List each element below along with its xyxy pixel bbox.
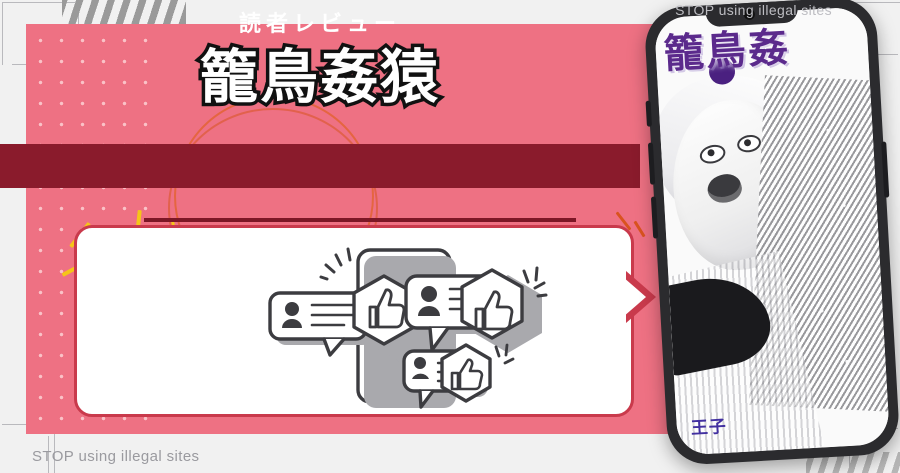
phone-mockup: 籠鳥姦 王子 bbox=[643, 0, 900, 467]
review-illustration bbox=[268, 247, 548, 409]
manga-cover-title: 籠鳥姦 bbox=[662, 24, 792, 78]
watermark-bottom-left: STOP using illegal sites bbox=[32, 448, 200, 465]
corner-bracket-bottom-left-b bbox=[0, 436, 49, 473]
diagonal-hatch-decoration-top bbox=[62, 0, 186, 24]
page-title: 籠鳥姦猿 bbox=[196, 43, 441, 111]
review-callout-card bbox=[74, 225, 656, 417]
phone-screen[interactable]: 籠鳥姦 王子 bbox=[653, 6, 891, 456]
manga-cover-art: 籠鳥姦 王子 bbox=[653, 6, 891, 456]
corner-bracket-top-left-a bbox=[2, 2, 75, 65]
watermark-top-right: STOP using illegal sites bbox=[675, 2, 832, 18]
diagonal-hatch-decoration-bottom bbox=[806, 452, 900, 473]
section-banner-label: 読者レビュー bbox=[238, 12, 401, 37]
manga-speck-1 bbox=[826, 128, 830, 132]
manga-cover-footer: 王子 bbox=[690, 416, 728, 439]
callout-pointer-fill bbox=[623, 277, 646, 317]
banner-underline-rule bbox=[144, 218, 576, 222]
section-banner bbox=[0, 144, 640, 188]
